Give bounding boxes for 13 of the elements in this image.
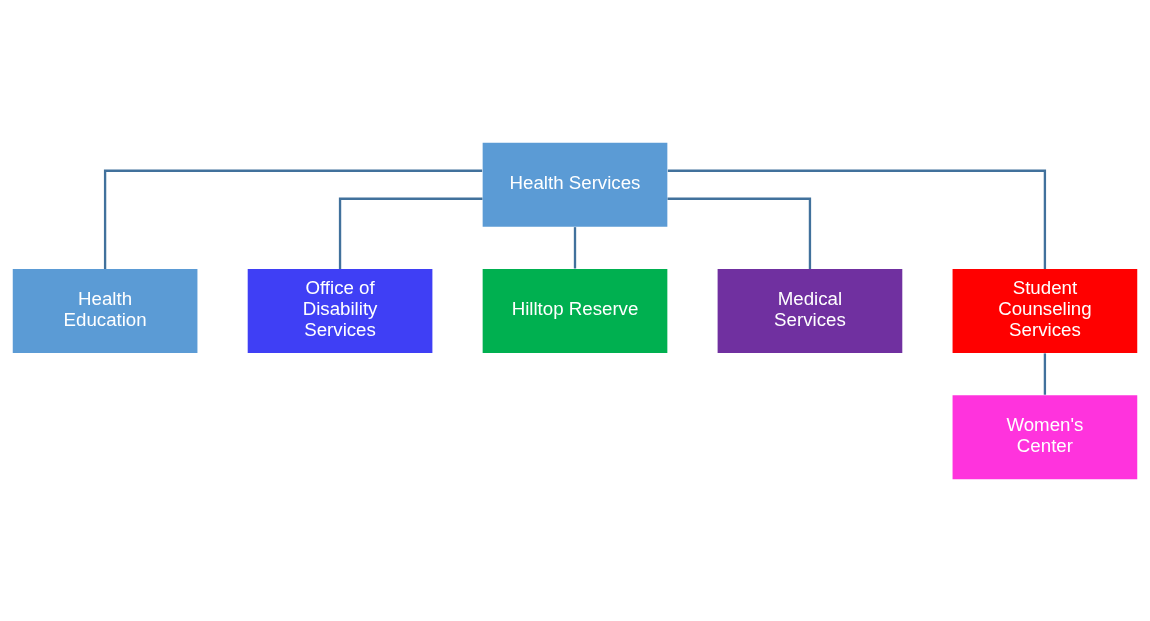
connector xyxy=(667,197,812,269)
connector xyxy=(1043,352,1047,395)
node-box: Hilltop Reserve xyxy=(482,268,668,353)
connector xyxy=(667,169,1047,269)
node-box: Student Counseling Services xyxy=(952,268,1138,353)
connector xyxy=(338,197,483,269)
connector xyxy=(573,226,577,268)
node-box: Women's Center xyxy=(952,394,1138,479)
connector xyxy=(103,169,483,269)
node-box: Office of Disability Services xyxy=(247,268,433,353)
node-box: Health Education xyxy=(12,268,198,353)
node-box: Health Services xyxy=(482,142,668,227)
node-box: Medical Services xyxy=(717,268,903,353)
